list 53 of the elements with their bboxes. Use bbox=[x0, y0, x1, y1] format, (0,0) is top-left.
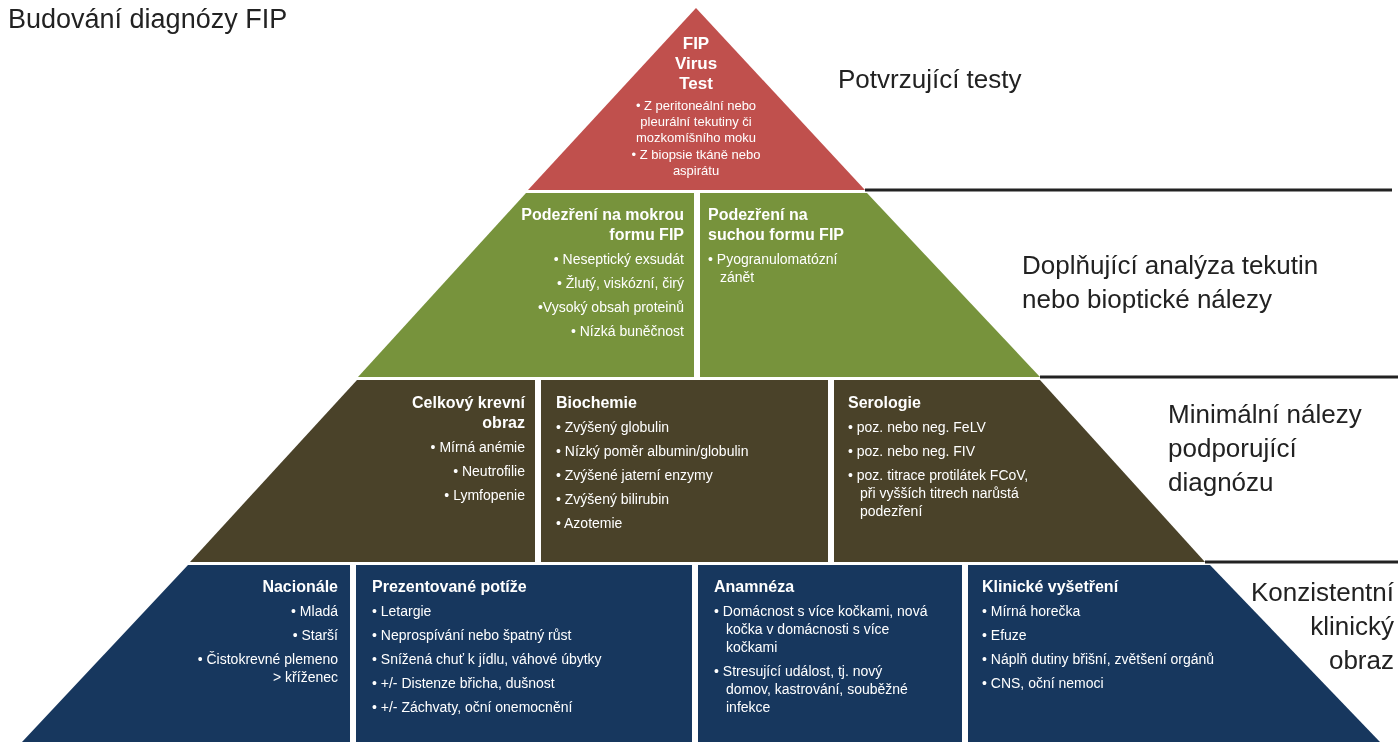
bullet-item: • Žlutý, viskózní, čirý bbox=[555, 274, 684, 292]
bullet-item: • poz. titrace protilátek FCoV, při vyšších titrech narůstá podezření bbox=[848, 466, 1030, 520]
bullet-item: • Azotemie bbox=[556, 514, 624, 532]
bullet-item: • Lymfopenie bbox=[443, 486, 525, 504]
bullet-item: • Letargie bbox=[372, 602, 433, 620]
bullet-item: • Starší bbox=[291, 626, 338, 644]
bullet-item: • Efuze bbox=[982, 626, 1028, 644]
bullet-item: • CNS, oční nemoci bbox=[982, 674, 1105, 692]
level-label: Potvrzující testy bbox=[838, 63, 1023, 96]
bullet-item: • Z peritoneální nebo pleurální tekutiny či mozkomíšního moku bbox=[634, 98, 758, 146]
bullet-item: • Neutrofilie bbox=[452, 462, 525, 480]
section-heading: Nacionále bbox=[261, 577, 338, 597]
section-heading: Anamnéza bbox=[714, 577, 796, 597]
bullet-item: • Mladá bbox=[290, 602, 338, 620]
bullet-item: • Domácnost s více kočkami, nová kočka v domácnosti s více kočkami bbox=[714, 602, 929, 656]
bullet-item: • Nízký poměr albumin/globulin bbox=[556, 442, 750, 460]
section-heading: Biochemie bbox=[556, 393, 638, 413]
diagram-title: Budování diagnózy FIP bbox=[8, 3, 288, 36]
level-label: Minimální nálezy podporující diagnózu bbox=[1168, 398, 1363, 499]
bullet-item: • Neseptický exsudát bbox=[552, 250, 684, 268]
bullet-item: • poz. nebo neg. FIV bbox=[848, 442, 977, 460]
section-heading: Podezření na suchou formu FIP bbox=[708, 205, 845, 245]
section-heading: Serologie bbox=[848, 393, 922, 413]
bullet-item: • Snížená chuť k jídlu, váhové úbytky bbox=[372, 650, 603, 668]
level-label: Konzistentní klinický obraz bbox=[1249, 576, 1394, 677]
bullet-item: • Zvýšený globulin bbox=[556, 418, 671, 436]
section-heading: Podezření na mokrou formu FIP bbox=[520, 205, 684, 245]
pyramid-section bbox=[356, 565, 692, 742]
bullet-item: • Mírná anémie bbox=[429, 438, 525, 456]
bullet-item: • +/- Distenze břicha, dušnost bbox=[372, 674, 556, 692]
section-heading: Klinické vyšetření bbox=[982, 577, 1120, 597]
bullet-item: • Pyogranulomatózní zánět bbox=[708, 250, 839, 286]
pyramid-section bbox=[22, 565, 350, 742]
pyramid-section bbox=[190, 380, 535, 562]
bullet-item: • Mírná horečka bbox=[982, 602, 1082, 620]
bullet-item: • poz. nebo neg. FeLV bbox=[848, 418, 987, 436]
pyramid-section bbox=[358, 193, 694, 377]
bullet-item: • Z biopsie tkáně nebo aspirátu bbox=[630, 147, 762, 179]
bullet-item: • Zvýšený bilirubin bbox=[556, 490, 671, 508]
bullet-item: •Vysoký obsah proteinů bbox=[536, 298, 684, 316]
bullet-item: • Náplň dutiny břišní, zvětšení orgánů bbox=[982, 650, 1216, 668]
level-label: Doplňující analýza tekutin nebo bioptické nálezy bbox=[1022, 249, 1320, 316]
bullet-item: • Čistokrevné plemeno > kříženec bbox=[196, 650, 338, 686]
pyramid-section bbox=[541, 380, 828, 562]
section-heading: Prezentované potíže bbox=[372, 577, 528, 597]
bullet-item: • Stresující událost, tj. nový domov, kastrování, souběžné infekce bbox=[714, 662, 909, 716]
bullet-item: • Neprospívání nebo špatný růst bbox=[372, 626, 573, 644]
pyramid-section bbox=[698, 565, 962, 742]
section-heading: Celkový krevní obraz bbox=[411, 393, 525, 433]
section-heading: FIP Virus Test bbox=[673, 34, 719, 94]
bullet-item: • +/- Záchvaty, oční onemocnění bbox=[372, 698, 574, 716]
bullet-item: • Zvýšené jaterní enzymy bbox=[556, 466, 714, 484]
bullet-item: • Nízká buněčnost bbox=[569, 322, 684, 340]
